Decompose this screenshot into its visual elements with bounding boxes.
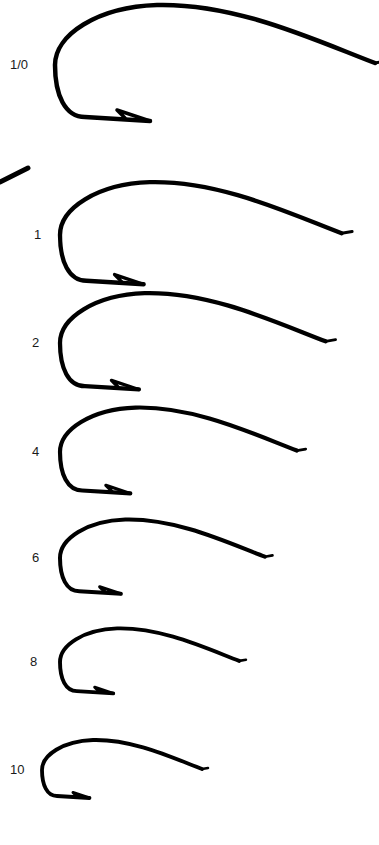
hook-group (60, 182, 352, 284)
fish-hook (117, 110, 150, 121)
fish-hook (60, 628, 239, 693)
hook-group (55, 5, 379, 121)
fish-hook (55, 5, 375, 121)
fish-hook (115, 275, 144, 285)
hook-size-label: 8 (30, 655, 37, 668)
hook-group (60, 293, 336, 389)
hook-group (42, 740, 208, 798)
fish-hook (265, 555, 273, 556)
hook-group (60, 520, 272, 594)
fish-hook (239, 660, 246, 661)
hook-group (60, 628, 246, 693)
fish-hook (342, 231, 353, 233)
fish-hook (106, 485, 130, 493)
fish-hook (202, 768, 208, 769)
cropped-hook-fragment (0, 168, 28, 182)
fish-hook (375, 61, 379, 63)
fish-hook (326, 340, 336, 342)
fish-hook (60, 182, 342, 284)
hook-size-label: 6 (32, 551, 39, 564)
hook-size-label: 10 (10, 763, 24, 776)
fish-hook (297, 449, 306, 450)
fish-hook (73, 793, 90, 799)
hook-size-label: 1/0 (10, 58, 28, 71)
fish-hook (60, 408, 297, 494)
fish-hook (95, 687, 113, 693)
hook-group (60, 408, 306, 494)
fish-hook (100, 587, 121, 594)
fish-hook (60, 293, 326, 389)
hook-size-label: 2 (32, 336, 39, 349)
fish-hook (60, 520, 265, 594)
hook-size-label: 4 (32, 445, 39, 458)
hook-size-label: 1 (34, 228, 41, 241)
fish-hook (111, 380, 138, 389)
fish-hook (42, 740, 202, 798)
